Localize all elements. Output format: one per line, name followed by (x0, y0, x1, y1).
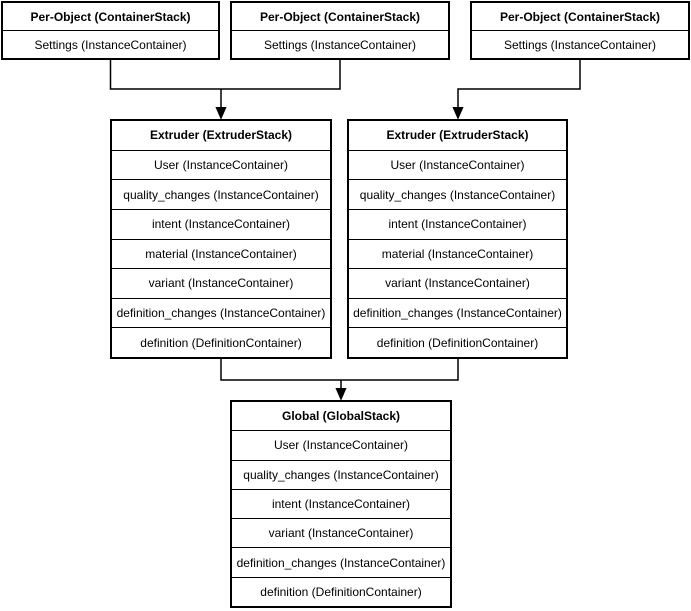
extruder1-row-definition-changes: definition_changes (InstanceContainer) (112, 297, 330, 328)
extruder2-row-definition: definition (DefinitionContainer) (349, 327, 566, 357)
extruder2-row-material: material (InstanceContainer) (349, 238, 566, 269)
per-object-stack-3: Per-Object (ContainerStack) Settings (In… (470, 1, 690, 60)
per-object-stack-2-title: Per-Object (ContainerStack) (259, 9, 421, 24)
global-row-quality-changes: quality_changes (InstanceContainer) (232, 459, 450, 489)
extruder1-row-definition: definition (DefinitionContainer) (112, 327, 330, 357)
extruder1-row-user: User (InstanceContainer) (112, 149, 330, 180)
arrow-head-extruder-1 (215, 107, 227, 120)
extruder2-row-user: User (InstanceContainer) (349, 149, 566, 180)
global-stack-title: Global (GlobalStack) (281, 409, 401, 424)
global-stack: Global (GlobalStack) User (InstanceConta… (230, 400, 452, 608)
extruder2-row-variant: variant (InstanceContainer) (349, 268, 566, 298)
extruder-stack-1: Extruder (ExtruderStack) User (InstanceC… (110, 119, 332, 359)
per-object-stack-2: Per-Object (ContainerStack) Settings (In… (230, 1, 450, 60)
extruder2-row-definition-changes: definition_changes (InstanceContainer) (349, 297, 566, 328)
extruder-stack-2-title: Extruder (ExtruderStack) (386, 128, 529, 143)
extruder1-row-variant: variant (InstanceContainer) (112, 268, 330, 298)
connector-perobject-3-bracket (457, 60, 581, 108)
global-row-variant: variant (InstanceContainer) (232, 518, 450, 547)
connector-perobjects-1-2-bracket (109, 60, 341, 90)
per-object-stack-1-row-settings: Settings (InstanceContainer) (3, 30, 218, 58)
global-row-definition-changes: definition_changes (InstanceContainer) (232, 547, 450, 576)
extruder2-row-intent: intent (InstanceContainer) (349, 208, 566, 239)
connector-extruders-bracket (220, 359, 459, 381)
extruder2-row-quality-changes: quality_changes (InstanceContainer) (349, 179, 566, 209)
arrow-head-global (335, 388, 347, 401)
per-object-stack-3-title: Per-Object (ContainerStack) (499, 9, 661, 24)
global-row-intent: intent (InstanceContainer) (232, 488, 450, 518)
extruder1-row-material: material (InstanceContainer) (112, 238, 330, 269)
extruder-stack-1-title: Extruder (ExtruderStack) (149, 128, 293, 143)
per-object-stack-2-row-settings: Settings (InstanceContainer) (232, 30, 448, 58)
per-object-stack-1: Per-Object (ContainerStack) Settings (In… (1, 1, 220, 60)
extruder1-row-quality-changes: quality_changes (InstanceContainer) (112, 179, 330, 209)
extruder-stack-2: Extruder (ExtruderStack) User (InstanceC… (347, 119, 568, 359)
per-object-stack-3-row-settings: Settings (InstanceContainer) (472, 30, 688, 58)
per-object-stack-1-title: Per-Object (ContainerStack) (30, 9, 191, 24)
global-row-user: User (InstanceContainer) (232, 430, 450, 459)
arrow-head-extruder-2 (452, 107, 464, 120)
extruder1-row-intent: intent (InstanceContainer) (112, 208, 330, 239)
global-row-definition: definition (DefinitionContainer) (232, 576, 450, 606)
